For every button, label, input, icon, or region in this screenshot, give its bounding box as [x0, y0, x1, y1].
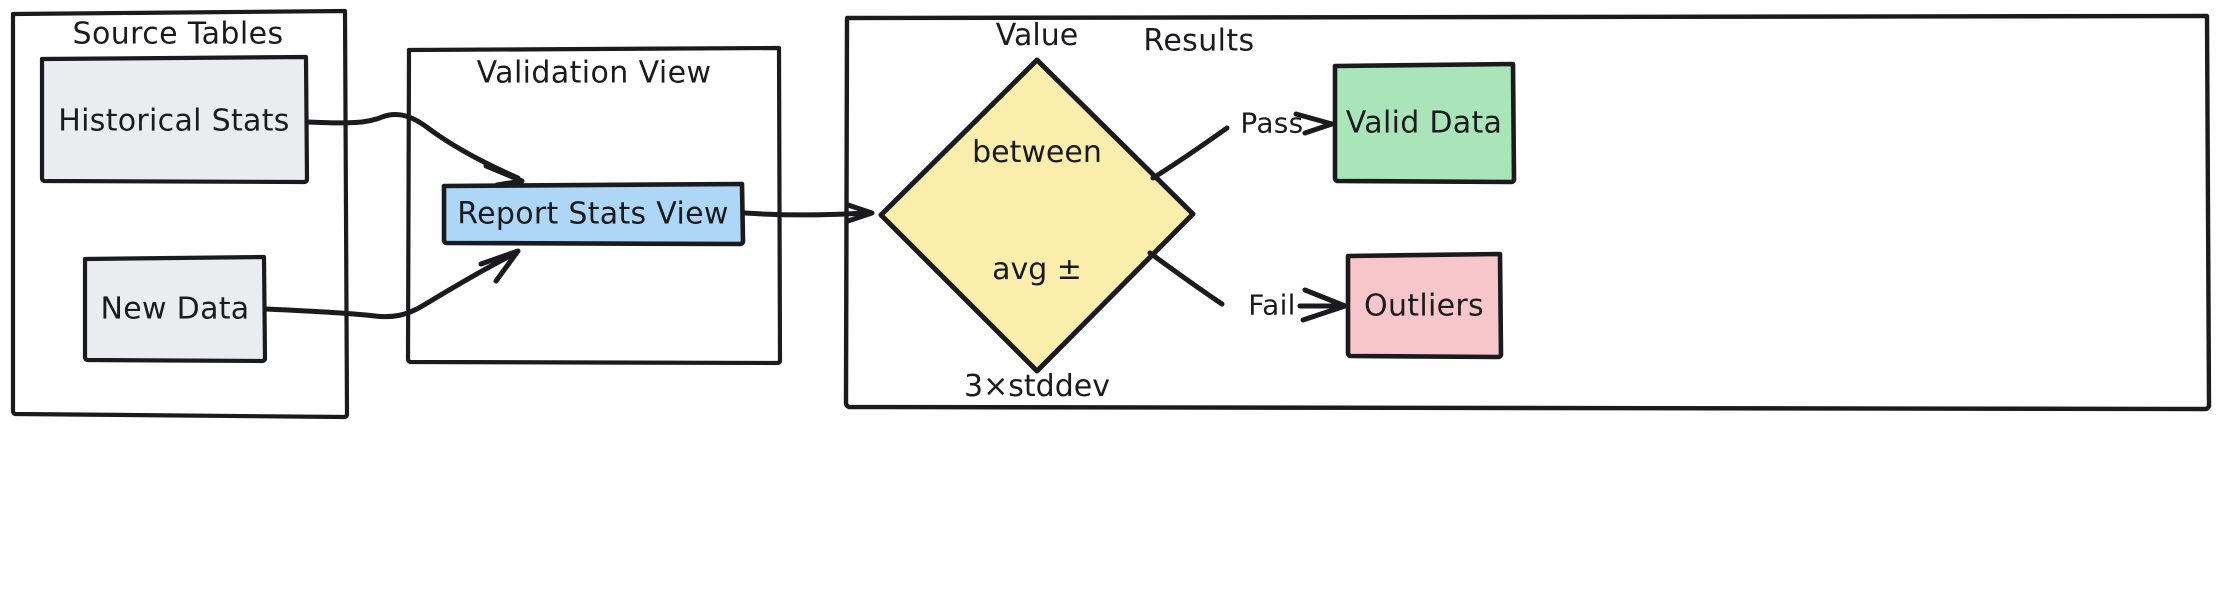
group-results[interactable] [843, 13, 2212, 412]
decision-line-1: Value [995, 18, 1079, 53]
report-stats-view-shape [441, 181, 746, 247]
decision-line-3: avg ± [992, 252, 1082, 287]
decision-line-2: between [972, 135, 1102, 170]
group-validation-view[interactable] [405, 45, 783, 366]
valid-data-shape [1332, 61, 1517, 185]
edge-line [1150, 125, 1230, 181]
node-label-historical-stats: Historical Stats [58, 103, 290, 139]
group-title-results: Results [1143, 23, 1255, 59]
arrowhead-icon [478, 248, 521, 284]
group-title-validation-view: Validation View [476, 55, 712, 91]
node-historical-stats[interactable] [39, 54, 310, 185]
edge-line [742, 210, 869, 218]
node-label-new-data: New Data [100, 291, 250, 327]
edge-report-to-decision[interactable] [742, 202, 875, 224]
node-label-outliers: Outliers [1364, 288, 1484, 324]
edge-label-fail: Fail [1248, 288, 1296, 322]
decision-line-4: 3×stddev [964, 369, 1110, 404]
node-label-valid-data: Valid Data [1345, 105, 1503, 141]
node-label-report-stats-view: Report Stats View [457, 196, 729, 232]
edge-decision-to-valid-data[interactable] [1150, 111, 1335, 181]
historical-stats-shape [39, 54, 310, 185]
arrowhead-icon [1300, 287, 1348, 323]
new-data-shape [82, 254, 268, 364]
decision-diamond-shape [878, 57, 1196, 374]
edge-line [1147, 250, 1225, 307]
node-outliers[interactable] [1345, 251, 1504, 360]
arrowhead-icon [1293, 111, 1335, 136]
edge-line [305, 112, 521, 181]
node-valid-data[interactable] [1332, 61, 1517, 185]
validation-view-border [405, 45, 783, 366]
group-title-source-tables: Source Tables [72, 16, 284, 52]
outliers-shape [1345, 251, 1504, 360]
arrowhead-icon [483, 163, 525, 188]
node-report-stats-view[interactable] [441, 181, 746, 247]
group-source-tables[interactable] [10, 8, 350, 420]
edge-decision-to-outliers[interactable] [1147, 250, 1348, 323]
arrowhead-icon [845, 202, 875, 224]
edge-newdata-to-report[interactable] [263, 248, 521, 320]
node-decision[interactable] [878, 57, 1196, 374]
source-tables-border [10, 8, 350, 420]
results-border [843, 13, 2212, 412]
node-new-data[interactable] [82, 254, 268, 364]
edge-historical-to-report[interactable] [305, 112, 525, 188]
node-label-decision: Value between avg ± 3×stddev [922, 0, 1152, 484]
edge-line [263, 251, 517, 320]
edge-label-pass: Pass [1240, 106, 1304, 140]
